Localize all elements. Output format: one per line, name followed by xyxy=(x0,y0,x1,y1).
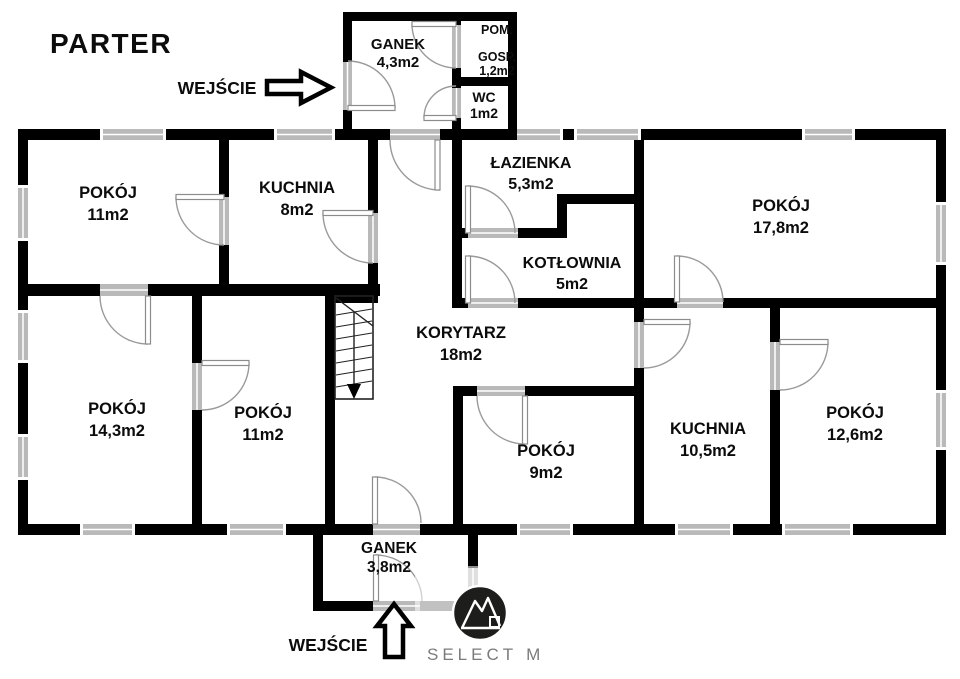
entrance-arrows xyxy=(264,68,416,660)
logo-circle xyxy=(451,584,509,642)
door xyxy=(371,476,422,535)
window xyxy=(227,524,286,535)
window xyxy=(675,524,733,535)
door xyxy=(322,209,378,264)
window xyxy=(936,390,946,450)
room-label-pom-gosp: POM.GOSP.1,2m2 xyxy=(478,23,516,78)
door xyxy=(192,359,250,411)
door xyxy=(673,255,724,308)
window xyxy=(18,310,28,363)
door xyxy=(99,284,152,345)
entrance-top-label: WEJŚCIE xyxy=(177,78,257,98)
brand-logo xyxy=(451,584,509,642)
door xyxy=(423,85,461,122)
stairs xyxy=(334,295,374,400)
entrance-arrow-right xyxy=(264,68,336,107)
door xyxy=(343,60,396,112)
window xyxy=(782,524,853,535)
door xyxy=(464,185,518,238)
mountains-icon xyxy=(460,596,502,629)
door xyxy=(464,255,518,308)
entrance-bottom-label: WEJŚCIE xyxy=(288,635,368,655)
door xyxy=(476,386,529,445)
windows xyxy=(18,129,946,600)
door xyxy=(411,20,461,69)
door xyxy=(770,338,829,391)
window xyxy=(517,129,563,140)
window xyxy=(574,129,641,140)
door xyxy=(175,193,229,246)
window xyxy=(936,202,946,265)
stairs-down-arrow xyxy=(347,384,361,399)
door xyxy=(634,318,691,369)
window xyxy=(80,524,135,535)
window xyxy=(18,185,28,241)
doors xyxy=(99,20,829,611)
window xyxy=(802,129,855,140)
entrance-arrow-up xyxy=(372,600,416,660)
window xyxy=(18,434,28,480)
window xyxy=(274,129,335,140)
window xyxy=(100,129,166,140)
walls xyxy=(18,12,946,611)
door xyxy=(389,129,441,191)
window xyxy=(517,524,573,535)
page-title: PARTER xyxy=(50,28,173,59)
